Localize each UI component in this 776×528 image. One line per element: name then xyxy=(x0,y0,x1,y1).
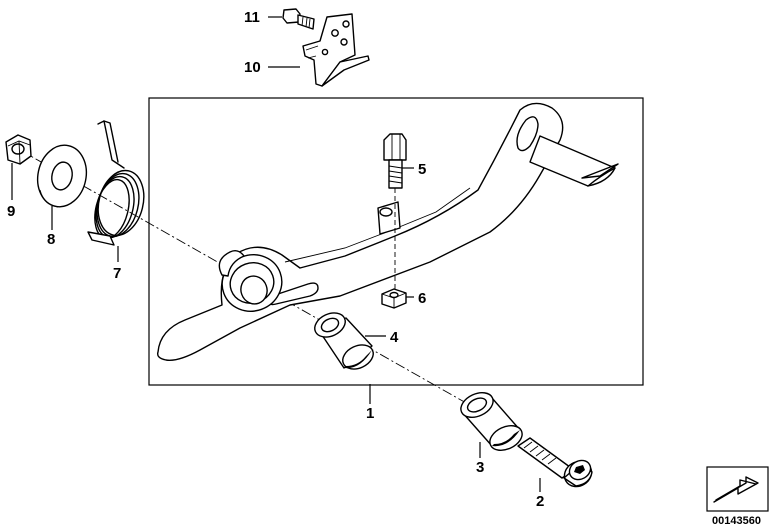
callout-2: 2 xyxy=(536,493,544,510)
part-11-screw xyxy=(282,8,315,30)
part-3-sleeve xyxy=(460,392,523,451)
part-5-bolt xyxy=(383,133,407,290)
callout-4: 4 xyxy=(390,329,399,346)
part-7-spring xyxy=(87,120,145,246)
callout-5: 5 xyxy=(418,161,426,178)
part-1-lever xyxy=(156,102,619,361)
part-4-bushing xyxy=(314,312,374,370)
part-2-bolt xyxy=(517,437,593,488)
callout-9: 9 xyxy=(7,203,15,220)
arrow-icon[interactable] xyxy=(706,466,769,512)
callout-3: 3 xyxy=(476,459,484,476)
part-8-washer xyxy=(36,144,88,208)
leader-lines xyxy=(11,16,541,492)
assembly-frame xyxy=(148,97,644,386)
callout-8: 8 xyxy=(47,231,55,248)
callout-1: 1 xyxy=(366,405,374,422)
callout-7: 7 xyxy=(113,265,121,282)
callout-11: 11 xyxy=(244,9,260,26)
part-9-hex-nut xyxy=(5,134,32,165)
diagram-number: 00143560 xyxy=(712,515,761,527)
callout-6: 6 xyxy=(418,290,426,307)
part-10-bracket xyxy=(302,13,370,87)
callout-10: 10 xyxy=(244,59,261,76)
callouts: 11 10 5 6 4 1 3 2 7 8 9 xyxy=(7,9,544,510)
part-6-nut xyxy=(381,288,407,309)
